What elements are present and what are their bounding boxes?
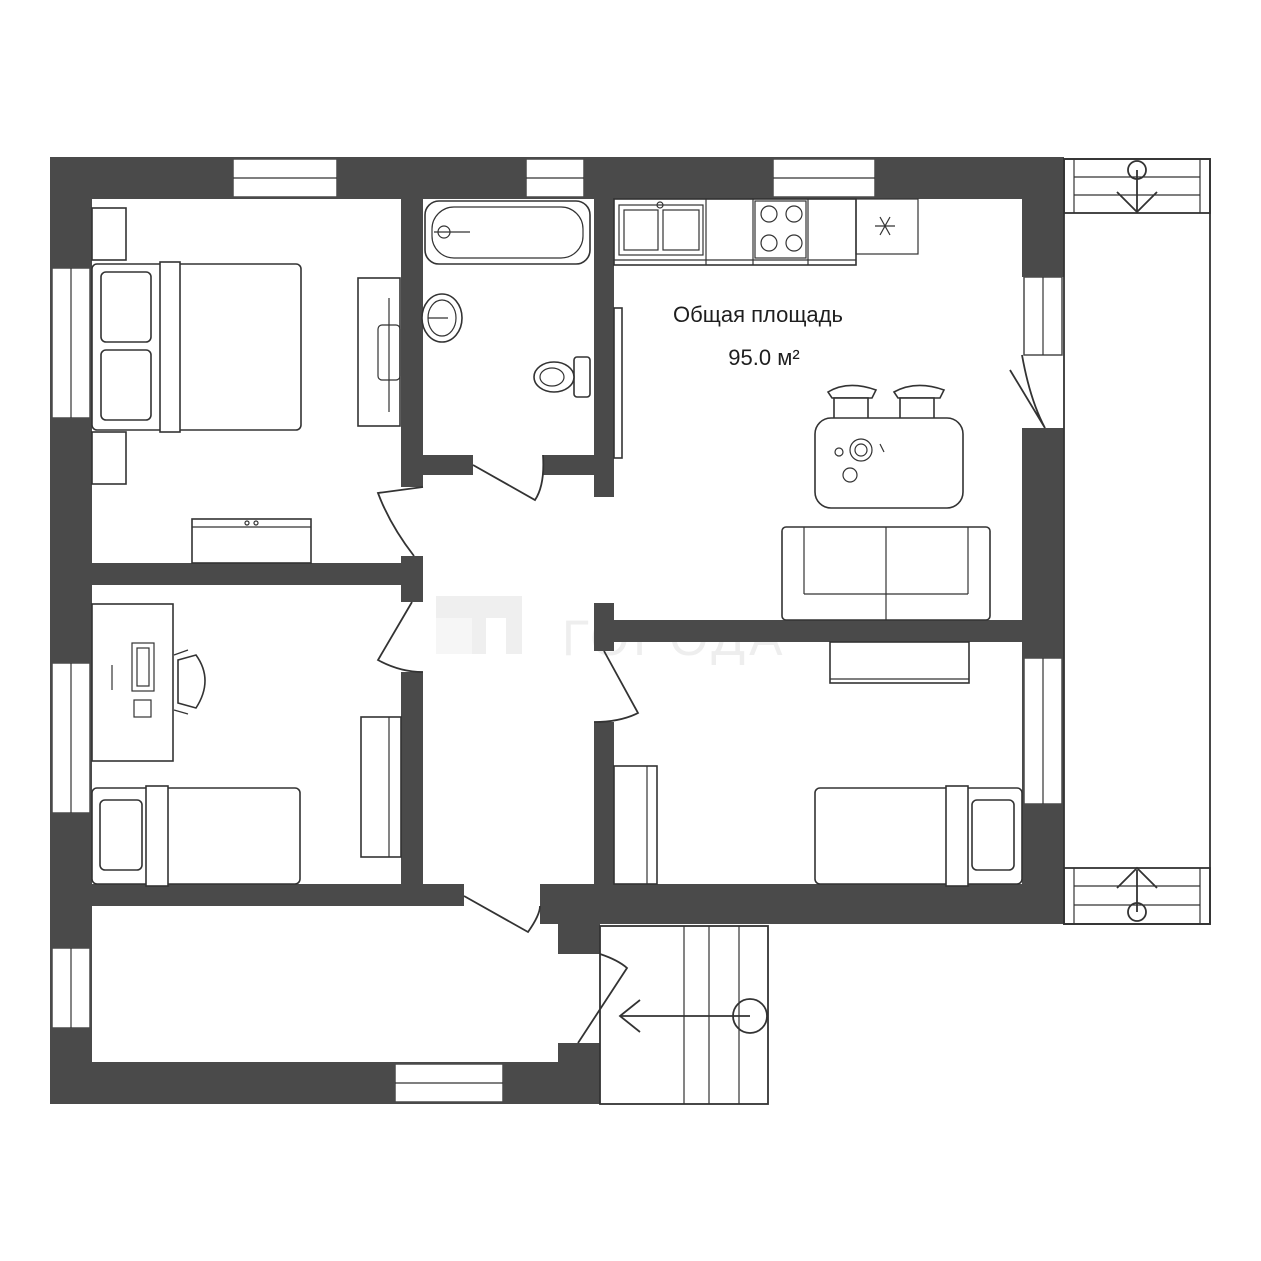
window-top-1: [232, 158, 338, 198]
window-top-3: [772, 158, 876, 198]
windows: [51, 158, 1063, 1103]
entrance-stairs: [599, 925, 769, 1105]
tv-icon: [613, 307, 623, 459]
kitchen-sink-icon: [618, 201, 704, 256]
shelf-icon: [360, 716, 402, 858]
desk-icon: [91, 603, 174, 762]
dresser-icon: [191, 518, 312, 564]
window-right-2: [1023, 657, 1063, 805]
chair-icon: [173, 649, 206, 715]
area-value: 95.0 м²: [728, 345, 799, 370]
cabinet-icon: [613, 765, 658, 885]
dining-table-icon: [814, 417, 964, 509]
double-bed-icon: [91, 261, 302, 433]
stove-icon: [754, 200, 807, 259]
sink-icon: [421, 293, 463, 343]
balcony: [1063, 158, 1211, 925]
kitchen-living: Общая площадь 95.0 м²: [613, 198, 991, 621]
doors: [376, 354, 1046, 1044]
single-bed-right-icon: [814, 785, 1023, 887]
window-right-1: [1023, 276, 1063, 356]
window-left-1: [51, 267, 91, 419]
dining-chair-right-icon: [892, 384, 946, 421]
window-top-2: [525, 158, 585, 198]
bathroom: [421, 200, 591, 398]
window-left-3: [51, 947, 91, 1029]
bedroom-3: [613, 641, 1023, 887]
nightstand-bottom-icon: [91, 431, 127, 485]
toilet-icon: [533, 356, 591, 398]
single-bed-icon: [91, 785, 301, 887]
tv-stand-icon: [829, 641, 970, 684]
bedroom-2: [91, 603, 402, 887]
window-bottom: [394, 1063, 504, 1103]
area-label: Общая площадь: [673, 302, 843, 327]
nightstand-top-icon: [91, 207, 127, 261]
bedroom-1: [91, 207, 401, 564]
window-left-2: [51, 662, 91, 814]
bathtub-icon: [424, 200, 591, 265]
wardrobe-icon: [357, 277, 401, 427]
dining-chair-left-icon: [826, 384, 878, 421]
sofa-icon: [781, 526, 991, 621]
fridge-icon: [855, 198, 919, 255]
logo-icon: [436, 596, 522, 654]
